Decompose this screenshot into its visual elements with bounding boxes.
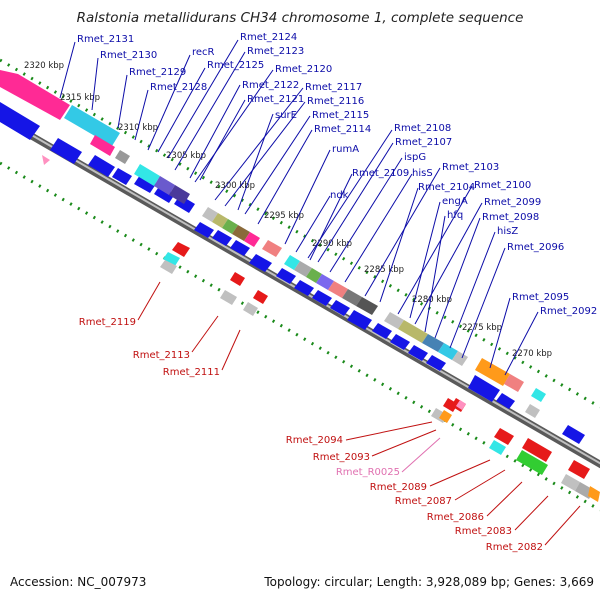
gene-label[interactable]: Rmet_2093 — [313, 452, 370, 463]
upper-labels: Rmet_2131 Rmet_2130 Rmet_2129 Rmet_2128 … — [77, 32, 597, 317]
gene-label[interactable]: Rmet_2109 — [352, 168, 409, 179]
gene-label[interactable]: ndk — [330, 190, 349, 201]
tick-label: 2275 kbp — [462, 323, 502, 333]
gene-label[interactable]: engA — [442, 196, 468, 207]
blue-gene-track — [0, 102, 585, 444]
gene-band-cyan — [64, 105, 120, 146]
tick-label: 2285 kbp — [364, 265, 404, 275]
tick-labels: 2320 kbp 2315 kbp 2310 kbp 2305 kbp 2300… — [24, 61, 552, 359]
gene-label[interactable]: Rmet_2123 — [247, 46, 304, 57]
colored-gene-track — [134, 164, 524, 392]
tick-label: 2315 kbp — [60, 93, 100, 103]
gene-label[interactable]: Rmet_2131 — [77, 34, 134, 45]
gene-label[interactable]: Rmet_2099 — [484, 197, 541, 208]
genome-summary-text: Topology: circular; Length: 3,928,089 bp… — [263, 575, 594, 589]
gene-label[interactable]: rumA — [332, 144, 359, 155]
gene-label[interactable]: Rmet_2130 — [100, 50, 157, 61]
tick-label: 2300 kbp — [215, 181, 255, 191]
accession-text: Accession: NC_007973 — [10, 575, 146, 589]
tick-label: 2320 kbp — [24, 61, 64, 71]
gene-label[interactable]: Rmet_2124 — [240, 32, 297, 43]
gene-label[interactable]: Rmet_2108 — [394, 123, 451, 134]
gene-label[interactable]: Rmet_2115 — [312, 110, 369, 121]
tick-label: 2280 kbp — [412, 295, 452, 305]
gene-label[interactable]: Rmet_2089 — [370, 482, 427, 493]
tick-label: 2290 kbp — [312, 239, 352, 249]
gene-label[interactable]: Rmet_2092 — [540, 306, 597, 317]
gene-label[interactable]: Rmet_2104 — [418, 182, 475, 193]
gene-band-grey — [115, 150, 130, 164]
gene-label[interactable]: recR — [192, 47, 215, 58]
gene-label[interactable]: Rmet_2100 — [474, 180, 531, 191]
tick-label: 2270 kbp — [512, 349, 552, 359]
gene-label[interactable]: Rmet_2087 — [395, 496, 452, 507]
gene-label[interactable]: Rmet_2103 — [442, 162, 499, 173]
gene-label[interactable]: Rmet_2094 — [286, 435, 343, 446]
gene-label[interactable]: Rmet_2128 — [150, 82, 207, 93]
gene-label[interactable]: Rmet_R0025 — [336, 467, 400, 478]
gene-label[interactable]: Rmet_2086 — [427, 512, 484, 523]
gene-label[interactable]: hisS — [412, 168, 433, 179]
upper-leader-lines — [59, 39, 539, 376]
gene-label[interactable]: Rmet_2083 — [455, 526, 512, 537]
gene-label[interactable]: Rmet_2095 — [512, 292, 569, 303]
gene-label[interactable]: Rmet_2113 — [133, 350, 190, 361]
gene-band-magenta-small — [90, 135, 115, 156]
gene-label[interactable]: Rmet_2120 — [275, 64, 332, 75]
gene-label[interactable]: hisZ — [497, 226, 518, 237]
lower-leader-lines — [137, 281, 581, 546]
gene-label[interactable]: Rmet_2116 — [307, 96, 364, 107]
gene-label[interactable]: surE — [275, 110, 297, 121]
gene-label[interactable]: Rmet_2107 — [395, 137, 452, 148]
gene-label[interactable]: Rmet_2125 — [207, 60, 264, 71]
gene-label[interactable]: Rmet_2114 — [314, 124, 371, 135]
gene-label[interactable]: Rmet_2121 — [247, 94, 304, 105]
lower-labels: Rmet_2119 Rmet_2113 Rmet_2111 Rmet_2094 … — [79, 317, 543, 553]
gene-label[interactable]: ispG — [404, 152, 426, 163]
tick-label: 2305 kbp — [166, 151, 206, 161]
gene-label[interactable]: Rmet_2129 — [129, 67, 186, 78]
gene-label[interactable]: Rmet_2096 — [507, 242, 564, 253]
lower-gene-track — [42, 155, 600, 502]
tick-label: 2295 kbp — [264, 211, 304, 221]
gene-label[interactable]: Rmet_2117 — [305, 82, 362, 93]
gene-label[interactable]: Rmet_2082 — [486, 542, 543, 553]
gene-label[interactable]: Rmet_2111 — [163, 367, 220, 378]
gene-label[interactable]: hfq — [447, 210, 463, 221]
gene-band-magenta — [0, 70, 70, 120]
gene-label[interactable]: Rmet_2122 — [242, 80, 299, 91]
tick-guide-upper — [0, 58, 600, 409]
map-title: Ralstonia metallidurans CH34 chromosome … — [77, 10, 524, 26]
gene-label[interactable]: Rmet_2098 — [482, 212, 539, 223]
gene-label[interactable]: Rmet_2119 — [79, 317, 136, 328]
